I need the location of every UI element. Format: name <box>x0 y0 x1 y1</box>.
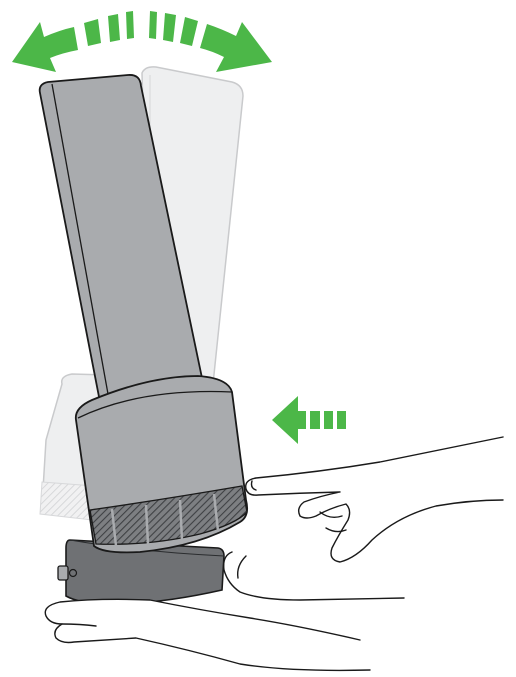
power-button-icon <box>58 566 68 580</box>
right-hand <box>246 437 503 562</box>
fan-body <box>76 376 247 552</box>
curved-double-arrow-icon <box>12 11 272 72</box>
left-arrow-icon <box>272 396 346 444</box>
